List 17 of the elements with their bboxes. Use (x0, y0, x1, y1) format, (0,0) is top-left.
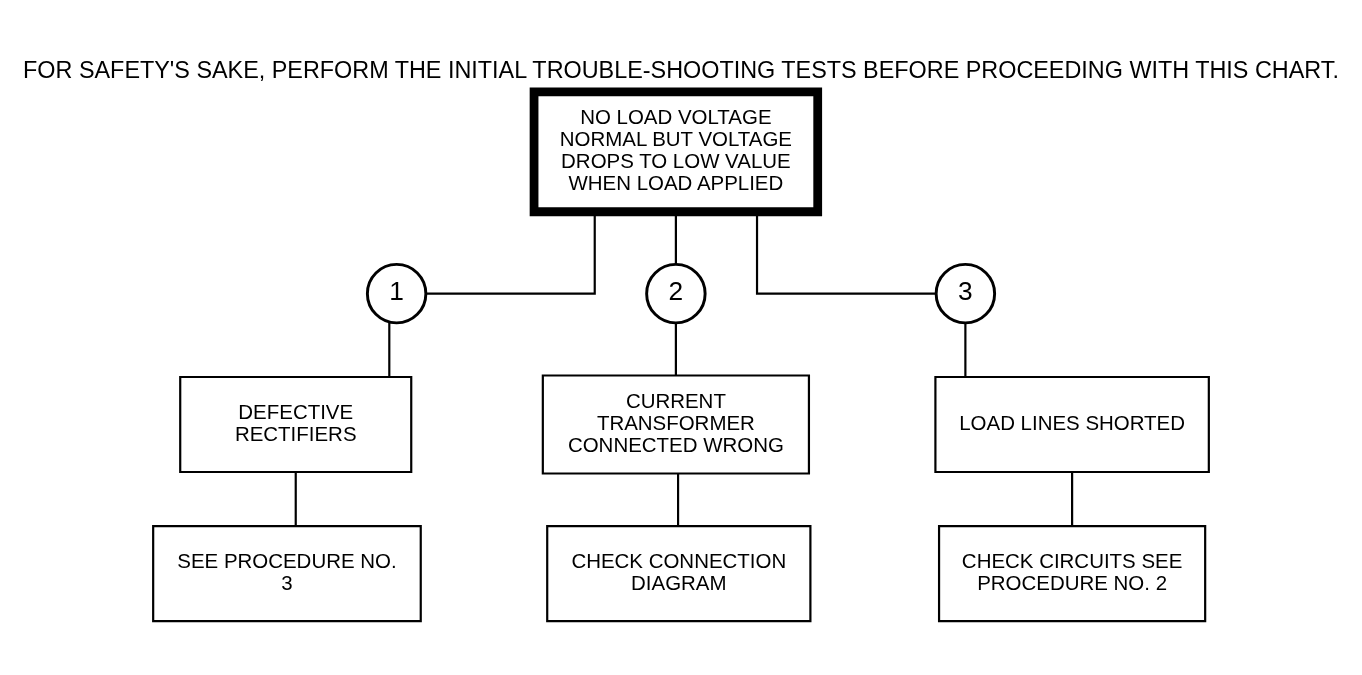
connector (964, 323, 967, 377)
node-box: NO LOAD VOLTAGE NORMAL BUT VOLTAGE DROPS TO LOW VALUE WHEN LOAD APPLIED (529, 87, 823, 217)
node-box: CURRENT TRANSFORMER CONNECTED WRONG (541, 374, 811, 475)
node-box: CHECK CIRCUITS SEE PROCEDURE NO. 2 (937, 525, 1207, 623)
node-box: SEE PROCEDURE NO. 3 (152, 525, 422, 623)
connector (677, 473, 680, 526)
node-circle: 1 (365, 262, 428, 325)
node-circle: 3 (934, 262, 997, 325)
connector (1071, 472, 1074, 526)
connector (388, 322, 391, 377)
node-box: LOAD LINES SHORTED (934, 375, 1210, 474)
connector (294, 472, 297, 526)
diagram-title: FOR SAFETY'S SAKE, PERFORM THE INITIAL TROUBLE-SHOOTING TESTS BEFORE PROCEEDING WITH THIS CHART. (23, 57, 1339, 84)
connector (674, 323, 677, 376)
node-box: CHECK CONNECTION DIAGRAM (546, 525, 812, 623)
node-box: DEFECTIVE RECTIFIERS (179, 375, 413, 474)
node-circle: 2 (645, 262, 707, 325)
